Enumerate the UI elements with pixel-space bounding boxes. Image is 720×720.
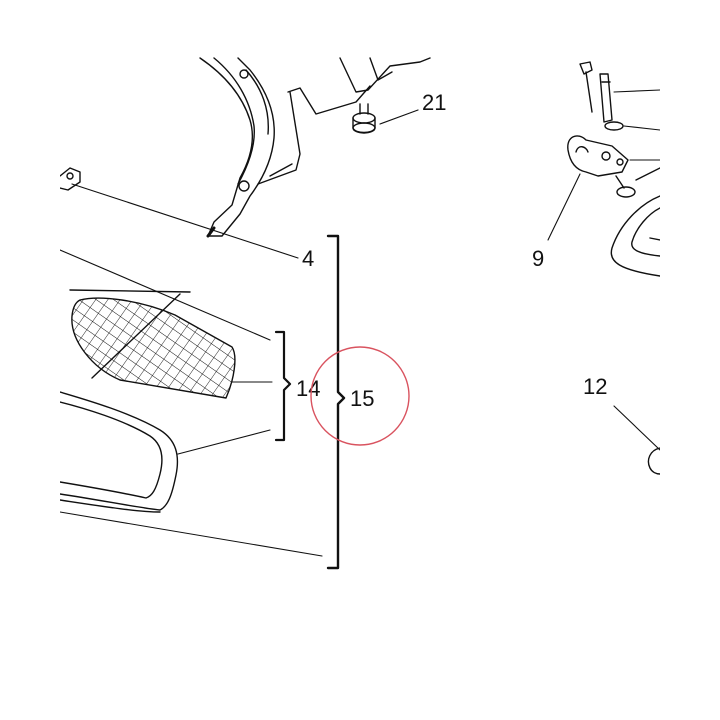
callout-21: 21 (422, 90, 446, 115)
nut-part-21 (352, 103, 376, 134)
fixing-tab (60, 167, 81, 191)
grille-frame-part (60, 391, 179, 513)
callout-9: 9 (532, 246, 544, 271)
mesh-grille-part (69, 289, 236, 399)
part-12-fragment (647, 447, 660, 475)
callout-4: 4 (302, 246, 314, 271)
brace-15 (326, 234, 346, 570)
callout-12: 12 (583, 374, 607, 399)
bolt-and-clamp-assembly (567, 61, 660, 198)
callout-labels: 21 4 9 14 15 12 (296, 90, 607, 411)
highlight-circle (310, 346, 410, 446)
callout-15: 15 (350, 386, 374, 411)
upper-fairing-bracket (199, 57, 431, 238)
brace-14 (274, 330, 292, 442)
callout-14: 14 (296, 376, 320, 401)
leader-lines (60, 89, 660, 557)
side-panel-corner (610, 195, 660, 277)
